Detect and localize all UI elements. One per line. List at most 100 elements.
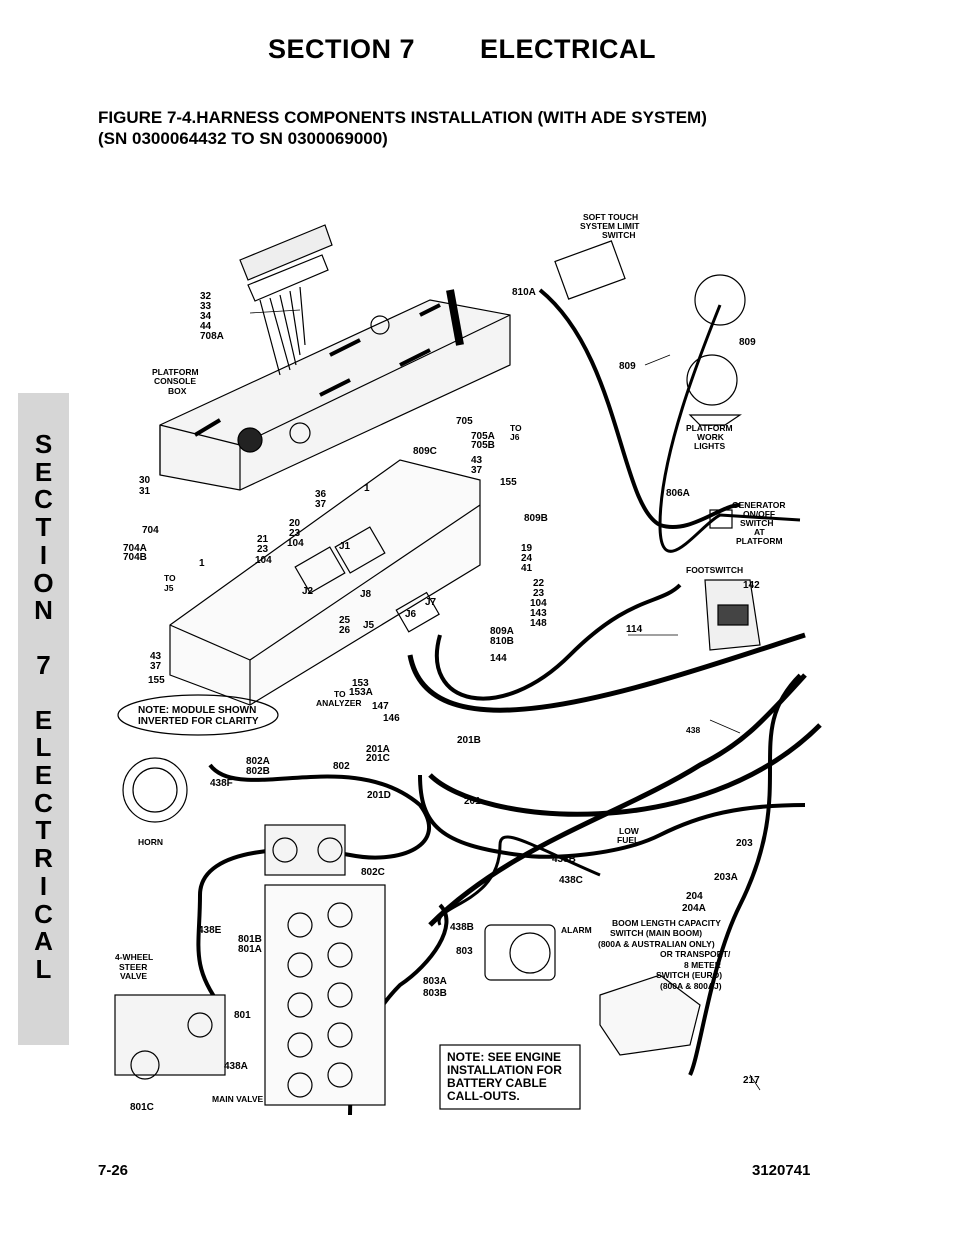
label-23-a: 23 [257, 544, 269, 555]
side-tab-letter: N [34, 595, 53, 626]
label-j5: J5 [363, 620, 375, 631]
label-1-lower: 1 [199, 558, 205, 569]
diagram-labels: SOFT TOUCH SYSTEM LIMIT SWITCH 810A 809 … [115, 212, 786, 1113]
leader-lines [249, 309, 761, 1091]
label-704b: 704B [123, 552, 147, 563]
label-809a: 809A [490, 626, 514, 637]
label-footswitch: FOOTSWITCH [686, 565, 743, 575]
label-201c: 201C [366, 753, 390, 764]
label-21: 21 [257, 534, 269, 545]
label-438b-upper: 438B [552, 854, 576, 865]
label-438c: 438C [559, 875, 583, 886]
alarm [484, 924, 556, 981]
label-708a: 708A [200, 331, 224, 342]
label-work-lights-3: LIGHTS [694, 441, 725, 451]
label-j7: J7 [425, 597, 437, 608]
module-note-line1: NOTE: MODULE SHOWN [138, 705, 256, 716]
label-104-a: 104 [255, 555, 272, 566]
soft-touch-switch [554, 240, 626, 300]
side-tab-letter: L [35, 953, 52, 984]
cable-201 [428, 723, 822, 817]
label-143: 143 [530, 608, 547, 619]
label-142: 142 [743, 580, 760, 591]
engine-note-line2: INSTALLATION FOR [447, 1063, 562, 1077]
label-34: 34 [200, 311, 212, 322]
cable-114 [434, 583, 682, 701]
label-to-j6-1: TO [510, 423, 522, 433]
label-1-upper: 1 [364, 483, 370, 494]
label-146: 146 [383, 713, 400, 724]
label-boom-7: (800A & 800AJ) [660, 981, 722, 991]
label-704a: 704A [123, 543, 147, 554]
label-201a: 201A [366, 744, 390, 755]
label-204: 204 [686, 891, 703, 902]
label-j1: J1 [339, 541, 351, 552]
cable-203 [688, 673, 802, 1076]
label-203a: 203A [714, 872, 738, 883]
label-705a: 705A [471, 431, 495, 442]
label-24: 24 [521, 553, 533, 564]
label-23-c: 23 [533, 588, 545, 599]
label-144: 144 [490, 653, 507, 664]
label-41: 41 [521, 563, 533, 574]
label-802b: 802B [246, 766, 270, 777]
label-generator-5: PLATFORM [736, 536, 783, 546]
label-work-lights-1: PLATFORM [686, 423, 733, 433]
side-tab-letter: T [35, 815, 52, 846]
label-43-lower: 43 [150, 651, 162, 662]
side-tab-gap [18, 680, 69, 707]
work-light-lower [686, 354, 738, 406]
label-810b: 810B [490, 636, 514, 647]
module-box [169, 459, 481, 706]
label-32: 32 [200, 291, 212, 302]
document-number: 3120741 [752, 1162, 811, 1179]
label-low-fuel-1: LOW [619, 826, 640, 836]
cable-802 [196, 763, 431, 1007]
diagram-drawings [114, 224, 822, 1116]
label-j2: J2 [302, 586, 314, 597]
label-22: 22 [533, 578, 545, 589]
label-438f: 438F [210, 778, 233, 789]
engine-note-line1: NOTE: SEE ENGINE [447, 1050, 561, 1064]
label-155-upper: 155 [500, 477, 517, 488]
label-steer-valve-3: VALVE [120, 971, 147, 981]
label-31: 31 [139, 486, 151, 497]
label-704: 704 [142, 525, 159, 536]
label-work-lights-2: WORK [697, 432, 725, 442]
label-boom-5: 8 METER [684, 960, 721, 970]
side-tab-letter: E [34, 704, 53, 735]
label-801a: 801A [238, 944, 262, 955]
side-tab-letter: E [34, 456, 53, 487]
label-boom-1: BOOM LENGTH CAPACITY [612, 918, 721, 928]
side-tab-letter: C [34, 787, 53, 818]
module-note-oval [117, 694, 279, 736]
harness-diagram: SOFT TOUCH SYSTEM LIMIT SWITCH 810A 809 … [114, 212, 822, 1116]
figure-title: FIGURE 7-4.HARNESS COMPONENTS INSTALLATI… [98, 107, 707, 149]
label-44: 44 [200, 321, 212, 332]
engine-note-line3: BATTERY CABLE [447, 1076, 547, 1090]
section-name: ELECTRICAL [480, 34, 656, 64]
figure-title-line2: (SN 0300064432 TO SN 0300069000) [98, 129, 388, 148]
generator-switch [709, 509, 733, 529]
label-generator-2: ON/OFF [743, 509, 775, 519]
label-console-1: PLATFORM [152, 367, 199, 377]
label-114: 114 [626, 624, 643, 635]
side-tab-gap [18, 625, 69, 652]
side-tab-letter: 7 [36, 649, 51, 680]
section-number: SECTION 7 [268, 34, 416, 64]
label-810a: 810A [512, 287, 536, 298]
label-boom-4: OR TRANSPORT/ [660, 949, 731, 959]
label-204a: 204A [682, 903, 706, 914]
label-to-j5-2: J5 [164, 583, 174, 593]
label-705b: 705B [471, 440, 495, 451]
label-201: 201 [464, 796, 481, 807]
label-806a: 806A [666, 488, 690, 499]
label-803b: 803B [423, 988, 447, 999]
label-steer-valve-1: 4-WHEEL [115, 952, 153, 962]
802-valve [264, 824, 346, 876]
side-tab-letter: I [39, 870, 48, 901]
label-37-lower: 37 [150, 661, 162, 672]
label-to-analyzer-2: ANALYZER [316, 698, 362, 708]
label-801c: 801C [130, 1102, 154, 1113]
